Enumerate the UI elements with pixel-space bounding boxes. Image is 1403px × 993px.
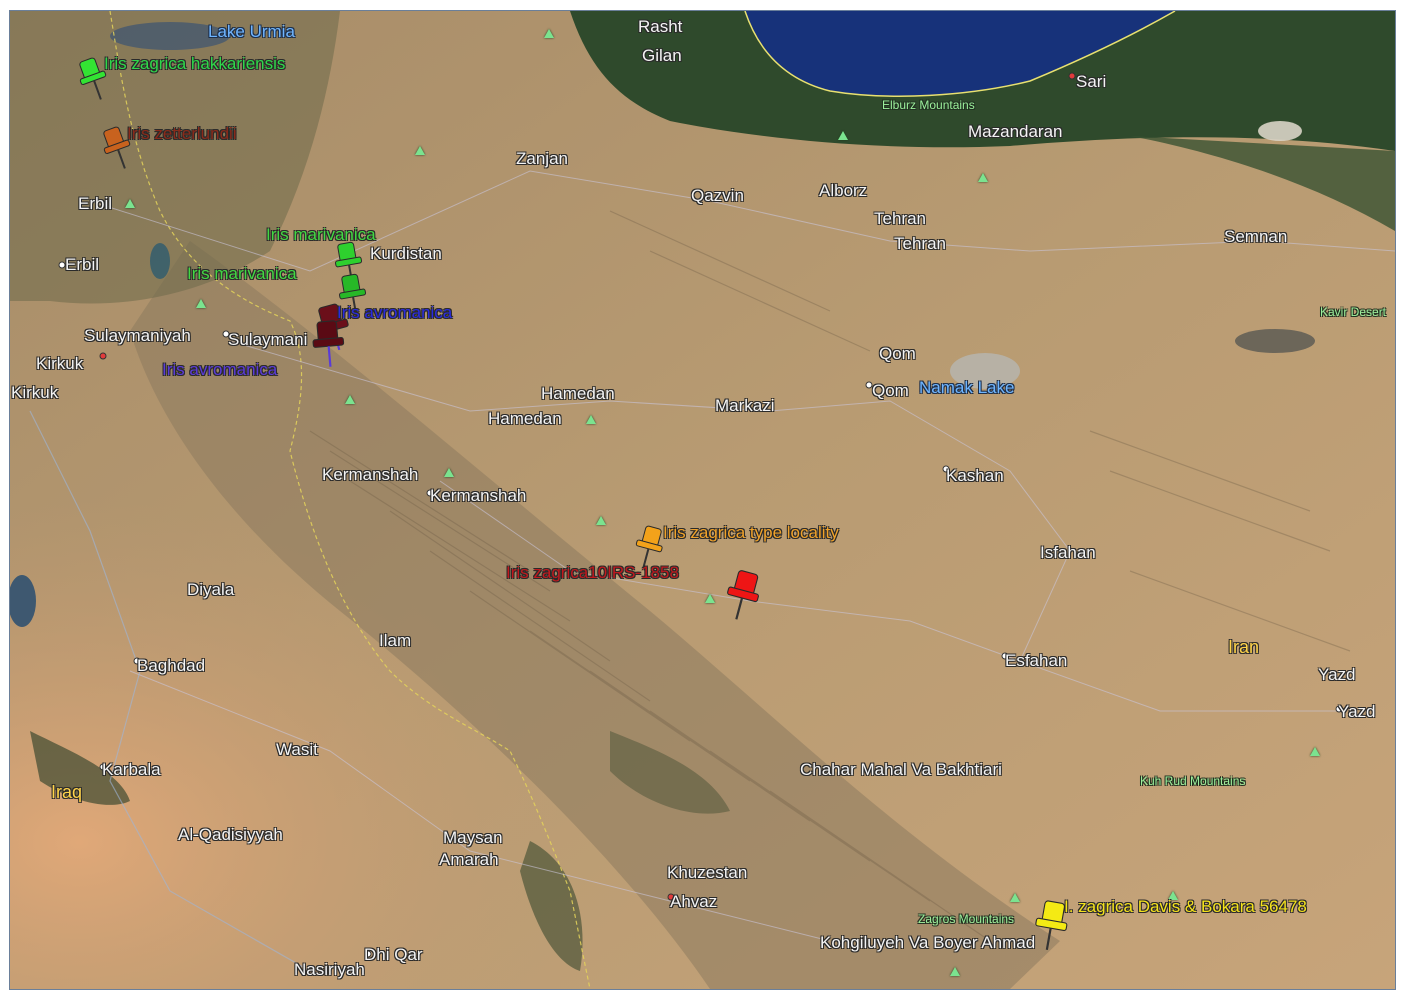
label-yazd-province: Yazd — [1318, 665, 1356, 684]
pin-label-avromanica-2[interactable]: Iris avromanica — [162, 360, 278, 379]
label-ahvaz: Ahvaz — [670, 892, 718, 911]
label-sulaymaniyah-city: Sulaymani — [228, 330, 308, 349]
pin-label-marivanica-2[interactable]: Iris marivanica — [187, 264, 297, 283]
city-marker — [865, 381, 873, 389]
label-sulaymaniyah-province: Sulaymaniyah — [84, 326, 191, 345]
label-sari: Sari — [1076, 72, 1107, 91]
label-baghdad: Baghdad — [137, 656, 206, 675]
mountain-icon — [196, 299, 206, 308]
label-nasiriyah: Nasiriyah — [294, 960, 365, 979]
label-kashan: Kashan — [946, 466, 1004, 485]
mountain-icon — [345, 395, 355, 404]
label-mazandaran: Mazandaran — [968, 122, 1063, 141]
label-zagros-mountains: Zagros Mountains — [918, 912, 1015, 926]
label-kermanshah-province: Kermanshah — [322, 465, 419, 484]
pin-label-type-locality[interactable]: Iris zagrica type locality — [663, 523, 839, 542]
label-namak-lake: Namak Lake — [919, 378, 1015, 397]
label-kermanshah-city: Kermanshah — [430, 486, 527, 505]
pin-label-avromanica-1[interactable]: Iris avromanica — [337, 303, 453, 322]
mountain-icon — [444, 468, 454, 477]
mountain-icon — [950, 967, 960, 976]
label-erbil-city: Erbil — [65, 255, 100, 274]
pushpin-icon-hakkariensis[interactable] — [72, 55, 112, 103]
label-tehran-province: Tehran — [874, 209, 926, 228]
pin-label-zetterlundii[interactable]: Iris zetterlundii — [127, 124, 237, 143]
city-marker — [1001, 652, 1009, 660]
pushpin-icon-davis-bokara[interactable] — [1030, 897, 1074, 953]
label-kirkuk-city: Kirkuk — [11, 383, 59, 402]
mountain-icon — [125, 199, 135, 208]
label-al-qadisiyyah: Al-Qadisiyyah — [178, 825, 283, 844]
label-kuh-rud-mountains: Kuh Rud Mountains — [1140, 774, 1246, 788]
map-view[interactable]: Lake Urmia Rasht Gilan Sari Elburz Mount… — [9, 10, 1396, 990]
label-zanjan: Zanjan — [516, 149, 568, 168]
label-kurdistan: Kurdistan — [370, 244, 442, 263]
label-ilam: Ilam — [379, 631, 412, 650]
city-marker — [133, 657, 141, 665]
pin-label-hakkariensis[interactable]: Iris zagrica hakkariensis — [104, 54, 286, 73]
label-kavir-desert: Kavir Desert — [1320, 305, 1387, 319]
label-qazvin: Qazvin — [691, 186, 744, 205]
mountain-icon — [705, 594, 715, 603]
mountain-icon — [596, 516, 606, 525]
label-qom-province: Qom — [879, 344, 916, 363]
city-marker — [222, 330, 230, 338]
city-marker — [99, 352, 107, 360]
label-isfahan: Isfahan — [1040, 543, 1096, 562]
pushpin-icon-type-locality[interactable] — [630, 523, 670, 571]
mountain-icon — [1168, 891, 1178, 900]
label-rasht: Rasht — [638, 17, 683, 36]
city-marker — [99, 763, 107, 771]
city-marker — [667, 893, 675, 901]
label-erbil-province: Erbil — [78, 194, 113, 213]
pushpin-icon-irs-1858[interactable] — [722, 567, 766, 623]
pushpin-icon-avromanica-2[interactable] — [306, 317, 350, 369]
label-iran: Iran — [1228, 637, 1260, 657]
label-yazd-city: Yazd — [1338, 702, 1376, 721]
city-marker — [1335, 705, 1343, 713]
city-marker — [364, 950, 372, 958]
satellite-terrain — [10, 11, 1395, 989]
mountain-icon — [838, 131, 848, 140]
mountain-icon — [978, 173, 988, 182]
label-esfahan: Esfahan — [1005, 651, 1068, 670]
pin-label-davis-bokara[interactable]: I. zagrica Davis & Bokara 56478 — [1064, 897, 1307, 916]
mountain-icon — [586, 415, 596, 424]
label-dhi-qar: Dhi Qar — [364, 945, 423, 964]
label-kohgiluyeh: Kohgiluyeh Va Boyer Ahmad — [820, 933, 1036, 952]
label-kirkuk-province: Kirkuk — [36, 354, 84, 373]
label-semnan: Semnan — [1224, 227, 1288, 246]
label-khuzestan: Khuzestan — [667, 863, 748, 882]
label-hamedan-province: Hamedan — [541, 384, 615, 403]
mountain-icon — [1310, 747, 1320, 756]
mountain-icon — [544, 29, 554, 38]
mountain-icon — [415, 146, 425, 155]
city-marker — [426, 489, 434, 497]
pushpin-icon-marivanica-1[interactable] — [328, 239, 368, 287]
label-chahar-mahal: Chahar Mahal Va Bakhtiari — [800, 760, 1002, 779]
label-karbala: Karbala — [102, 760, 161, 779]
mountain-icon — [1010, 893, 1020, 902]
label-lake-urmia: Lake Urmia — [208, 22, 295, 41]
pin-label-marivanica-1[interactable]: Iris marivanica — [266, 225, 376, 244]
pushpin-icon-marivanica-2[interactable] — [332, 271, 372, 319]
pin-label-irs-1858[interactable]: Iris zagrica10IRS-1858 — [506, 563, 679, 582]
label-gilan: Gilan — [642, 46, 682, 65]
city-marker — [1068, 72, 1076, 80]
label-maysan: Maysan — [443, 828, 503, 847]
label-diyala: Diyala — [187, 580, 235, 599]
city-marker — [942, 465, 950, 473]
label-markazi: Markazi — [715, 396, 775, 415]
label-tehran-city: Tehran — [894, 234, 946, 253]
pushpin-icon-zetterlundii[interactable] — [96, 124, 136, 172]
label-hamedan-city: Hamedan — [488, 409, 562, 428]
label-elburz-mountains: Elburz Mountains — [882, 98, 975, 112]
label-wasit: Wasit — [276, 740, 318, 759]
city-marker — [58, 261, 66, 269]
label-alborz: Alborz — [819, 181, 868, 200]
label-amarah: Amarah — [439, 850, 499, 869]
label-qom-city: Qom — [872, 381, 909, 400]
label-iraq: Iraq — [51, 782, 83, 802]
